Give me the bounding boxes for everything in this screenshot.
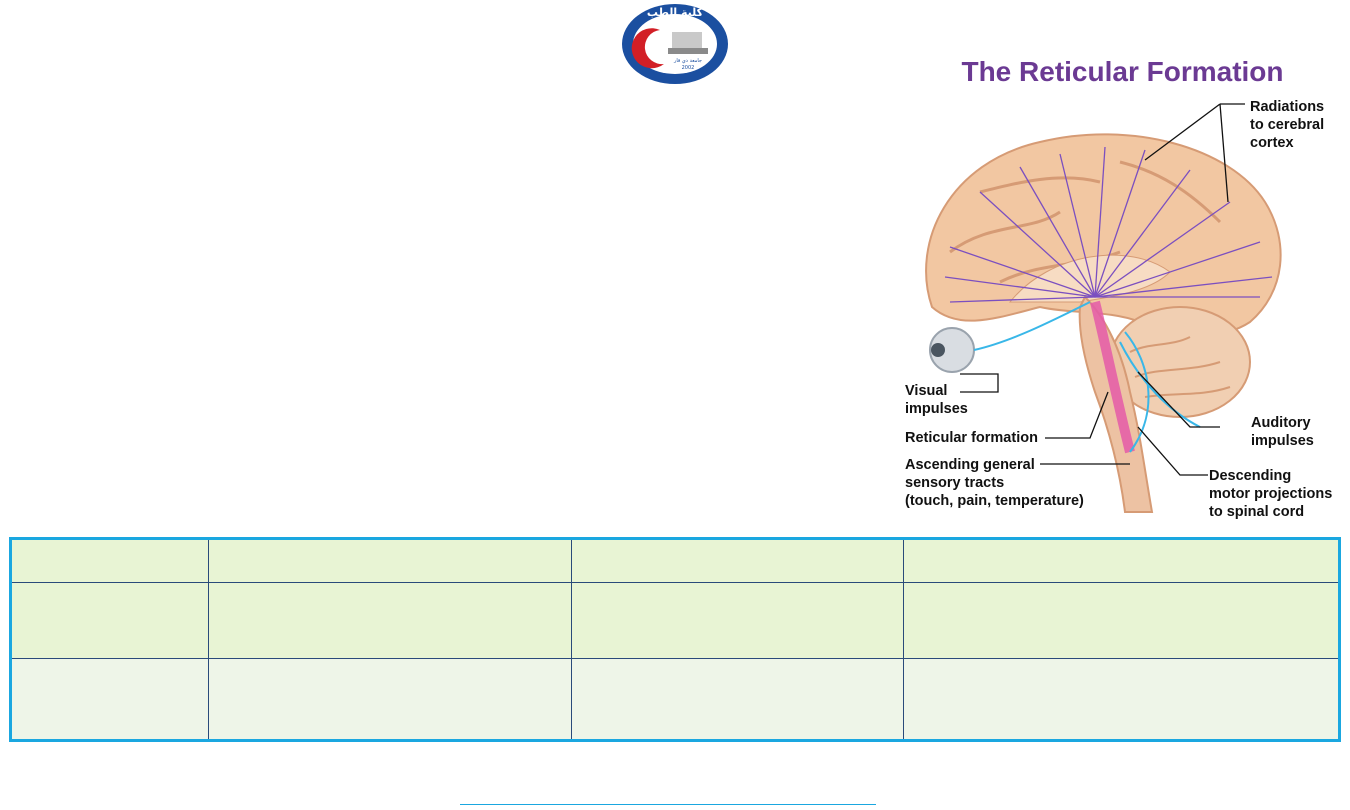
- table-row: [10, 538, 1340, 583]
- college-logo: كلية الطب جامعة ذي قار 2002: [622, 4, 728, 84]
- table-cell: [10, 538, 209, 583]
- table-cell: [208, 582, 572, 659]
- table-cell: [10, 582, 209, 659]
- label-ascending-tracts: Ascending general sensory tracts (touch,…: [905, 457, 1084, 509]
- svg-text:2002: 2002: [682, 65, 695, 71]
- svg-text:جامعة ذي قار: جامعة ذي قار: [673, 58, 702, 64]
- table-cell: [903, 538, 1340, 583]
- content-table: [9, 537, 1341, 742]
- footer-divider: [460, 804, 876, 805]
- table-row: [10, 582, 1340, 659]
- table-cell: [10, 658, 209, 741]
- table-cell: [571, 538, 904, 583]
- table-cell: [208, 538, 572, 583]
- label-descending-projections: Descending motor projections to spinal c…: [1209, 468, 1333, 520]
- reticular-formation-diagram: [925, 103, 1282, 513]
- label-reticular-formation: Reticular formation: [905, 430, 1038, 446]
- table-cell: [571, 582, 904, 659]
- table-cell: [903, 658, 1340, 741]
- label-auditory-impulses: Auditory impulses: [1251, 415, 1314, 449]
- label-visual-impulses: Visual impulses: [905, 383, 968, 417]
- label-radiations: Radiations to cerebral cortex: [1250, 99, 1325, 151]
- table-cell: [571, 658, 904, 741]
- figure-title: The Reticular Formation: [961, 56, 1284, 87]
- table-row: [10, 658, 1340, 741]
- table-cell: [208, 658, 572, 741]
- table-cell: [903, 582, 1340, 659]
- svg-text:كلية الطب: كلية الطب: [647, 6, 704, 19]
